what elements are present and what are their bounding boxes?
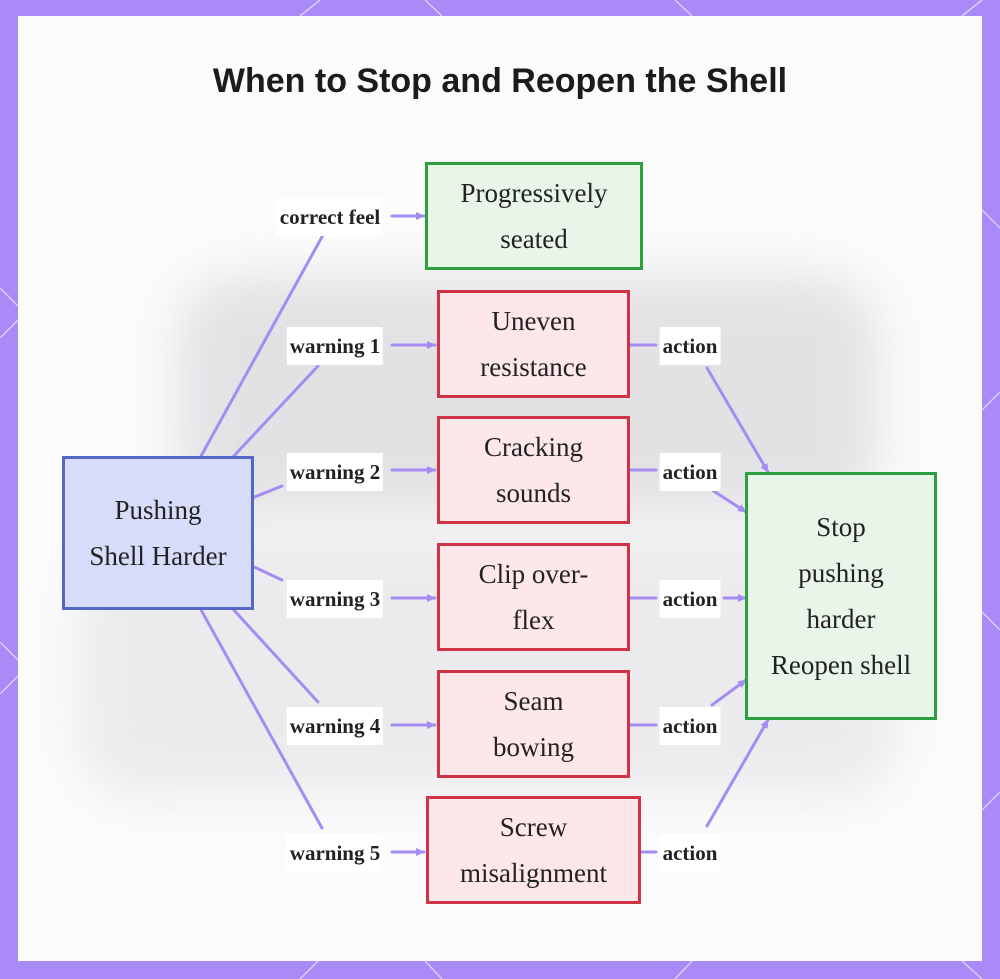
edge-label-warning-3: warning 3 [286, 580, 384, 618]
node-progressively-seated: Progressively seated [425, 162, 643, 270]
edge-label-action-3: action [659, 580, 721, 618]
edge-source-w2 [250, 484, 284, 500]
edge-source-w4 [230, 606, 320, 704]
edge-w1-target [705, 366, 770, 474]
edge-w5-target [705, 718, 770, 828]
edge-label-action-4: action [659, 707, 721, 745]
diagram-title: When to Stop and Reopen the Shell [212, 62, 788, 100]
node-stop-reopen-shell: Stop pushing harder Reopen shell [745, 472, 937, 720]
edge-source-w5 [198, 606, 324, 830]
node-screw-misalignment: Screw misalignment [426, 796, 641, 904]
node-pushing-shell-harder: Pushing Shell Harder [62, 456, 254, 610]
node-uneven-resistance: Uneven resistance [437, 290, 630, 398]
node-clip-over-flex: Clip over- flex [437, 543, 630, 651]
edge-label-warning-1: warning 1 [286, 327, 384, 365]
edge-label-correct-feel: correct feel [276, 198, 384, 236]
edge-label-warning-4: warning 4 [286, 707, 384, 745]
edge-source-w3 [250, 564, 284, 582]
edge-w4-target [710, 678, 748, 707]
edge-label-action-2: action [659, 453, 721, 491]
edge-source-w1 [230, 364, 320, 460]
edge-label-action-5: action [659, 834, 721, 872]
edge-source-correct [198, 233, 325, 460]
edge-w2-target [710, 488, 748, 514]
edge-label-warning-2: warning 2 [286, 453, 384, 491]
edge-label-action-1: action [659, 327, 721, 365]
edge-label-warning-5: warning 5 [286, 834, 384, 872]
node-cracking-sounds: Cracking sounds [437, 416, 630, 524]
node-seam-bowing: Seam bowing [437, 670, 630, 778]
